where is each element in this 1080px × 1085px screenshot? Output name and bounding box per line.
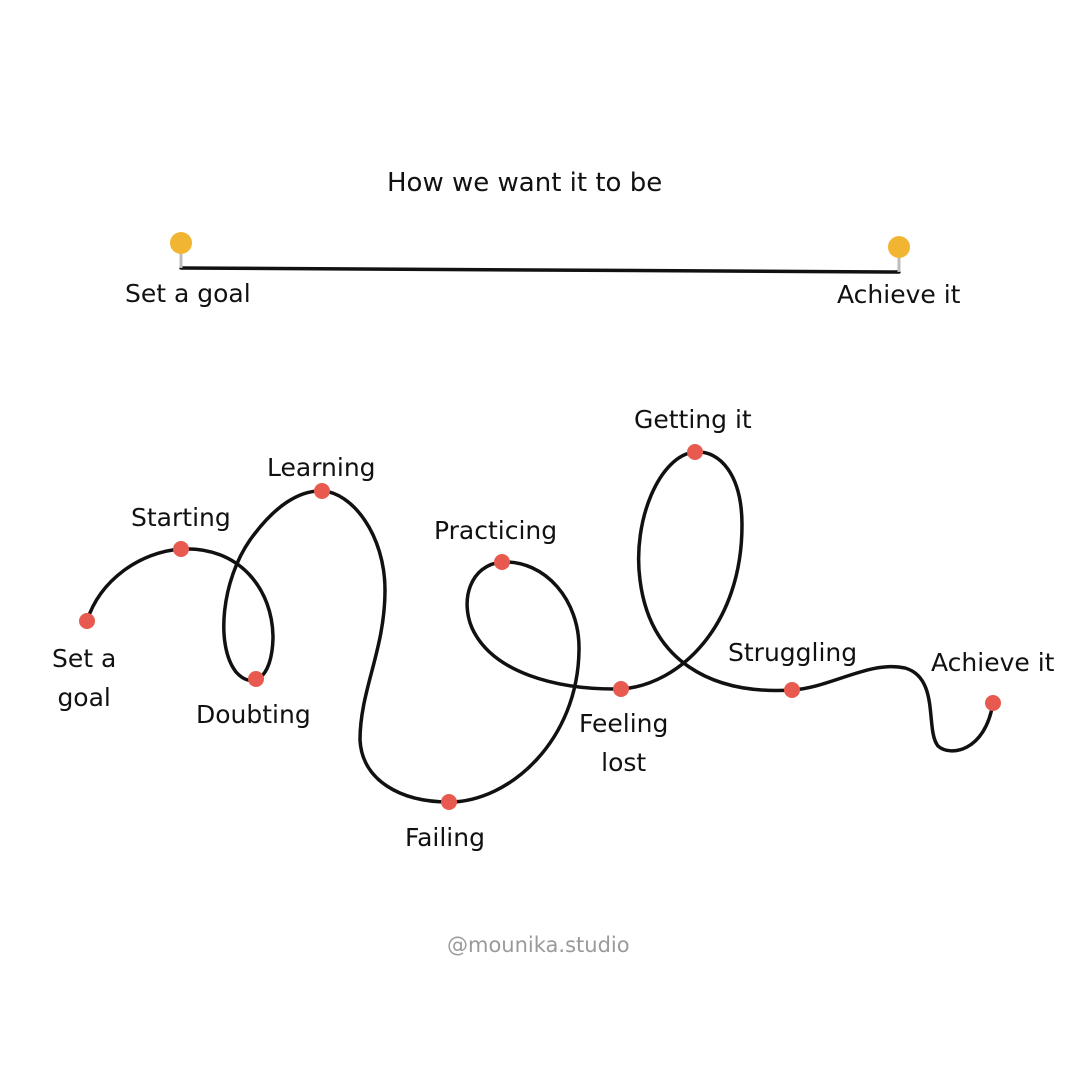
ideal-end-label: Achieve it — [837, 280, 961, 309]
label-getting-it: Getting it — [634, 405, 752, 434]
ideal-path-group — [170, 232, 910, 274]
label-learning: Learning — [267, 453, 376, 482]
credit-handle: @mounika.studio — [447, 933, 630, 957]
reality-path-group — [79, 444, 1001, 810]
label-doubting: Doubting — [196, 700, 311, 729]
dot-achieve-it — [985, 695, 1001, 711]
dot-struggling — [784, 682, 800, 698]
label-struggling: Struggling — [728, 638, 858, 667]
label-set-goal: Set a goal — [52, 644, 117, 712]
label-practicing: Practicing — [434, 516, 558, 545]
reality-curve — [85, 450, 995, 804]
dot-failing — [441, 794, 457, 810]
ideal-end-pin — [888, 236, 910, 258]
ideal-start-pin — [170, 232, 192, 254]
dot-set-goal — [79, 613, 95, 629]
dot-practicing — [494, 554, 510, 570]
label-starting: Starting — [131, 503, 231, 532]
dot-feeling-lost — [613, 681, 629, 697]
label-failing: Failing — [405, 823, 485, 852]
label-achieve-it: Achieve it — [931, 648, 1055, 677]
label-feeling-lost: Feeling lost — [579, 709, 669, 777]
dot-getting-it — [687, 444, 703, 460]
ideal-title: How we want it to be — [387, 168, 663, 198]
dot-starting — [173, 541, 189, 557]
dot-learning — [314, 483, 330, 499]
ideal-start-label: Set a goal — [125, 279, 251, 308]
ideal-line — [179, 266, 901, 274]
dot-doubting — [248, 671, 264, 687]
